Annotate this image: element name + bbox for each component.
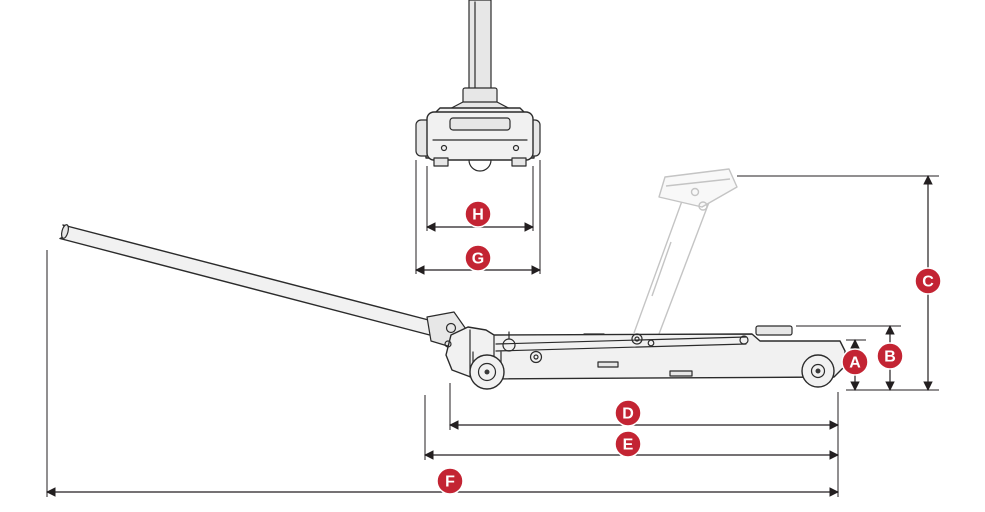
- label-circle-g: [464, 244, 492, 272]
- ghost-pivot: [698, 201, 708, 211]
- yoke-lower-bolt: [444, 340, 452, 348]
- chassis-bolt-front-center: [533, 354, 539, 360]
- saddle-shaft: [468, 0, 492, 91]
- label-circle-d: [614, 399, 642, 427]
- label-circle-f: [436, 467, 464, 495]
- label-letter-c: C: [922, 274, 934, 291]
- jack-chassis: [445, 326, 846, 380]
- label-letter-e: E: [623, 437, 634, 454]
- dimension-label-a: A: [841, 348, 869, 376]
- rear-wheel-axle: [815, 368, 821, 374]
- label-letter-b: B: [884, 349, 896, 366]
- rear-pad: [755, 325, 793, 336]
- rear-wheel-hub: [810, 363, 826, 379]
- chassis-bolt-mid: [631, 333, 643, 345]
- chassis-plate-detail-2: [669, 370, 693, 377]
- ghost-arm-edge-right: [658, 196, 712, 335]
- top-view-saddle: [415, 0, 541, 172]
- saddle-foot-right: [511, 157, 527, 167]
- saddle-bolt-right: [512, 144, 520, 152]
- saddle-bolt-left: [440, 144, 448, 152]
- label-circle-h: [464, 200, 492, 228]
- chassis-plate-detail: [597, 361, 619, 368]
- ghost-saddle: [658, 168, 738, 208]
- ghost-saddle-seam: [665, 178, 731, 187]
- dimension-label-h: H: [464, 200, 492, 228]
- label-circle-b: [876, 342, 904, 370]
- yoke-pivot-bolt: [445, 322, 457, 334]
- jack-handle-endcap: [60, 224, 70, 239]
- label-circle-e: [614, 430, 642, 458]
- chassis-bolt-front: [529, 350, 543, 364]
- lift-arm-top-edge: [495, 336, 747, 345]
- front-caster-axle: [484, 369, 490, 375]
- label-circle-c: [914, 267, 942, 295]
- ghost-saddle-bolt: [690, 187, 700, 197]
- label-letter-g: G: [472, 251, 484, 268]
- side-view-jack: [59, 224, 846, 390]
- lift-arm-bottom-edge: [495, 343, 747, 352]
- label-letter-h: H: [472, 207, 484, 224]
- dimension-label-e: E: [614, 430, 642, 458]
- saddle-plate-slot: [449, 117, 511, 131]
- label-letter-d: D: [622, 406, 634, 423]
- dimension-label-b: B: [876, 342, 904, 370]
- saddle-foot-left: [433, 157, 449, 167]
- chassis-bolt-mid-center: [634, 336, 640, 342]
- label-circle-a: [841, 348, 869, 376]
- dimension-label-d: D: [614, 399, 642, 427]
- extension-lines: [46, 160, 939, 497]
- saddle-plate-notch: [468, 159, 492, 172]
- front-caster-hub: [477, 362, 497, 382]
- label-letter-f: F: [445, 474, 455, 491]
- raised-position-ghost: [633, 168, 738, 335]
- dimension-label-c: C: [914, 267, 942, 295]
- ghost-arm-link: [651, 241, 672, 297]
- chassis-bolt-small: [647, 339, 655, 347]
- dimension-labels: A B C D E F G: [436, 200, 942, 495]
- jack-handle: [59, 224, 435, 337]
- dimension-label-g: G: [464, 244, 492, 272]
- lift-arm-pivot: [739, 335, 749, 345]
- label-letter-a: A: [849, 355, 861, 372]
- ghost-arm-edge-left: [633, 189, 687, 334]
- dimension-label-f: F: [436, 467, 464, 495]
